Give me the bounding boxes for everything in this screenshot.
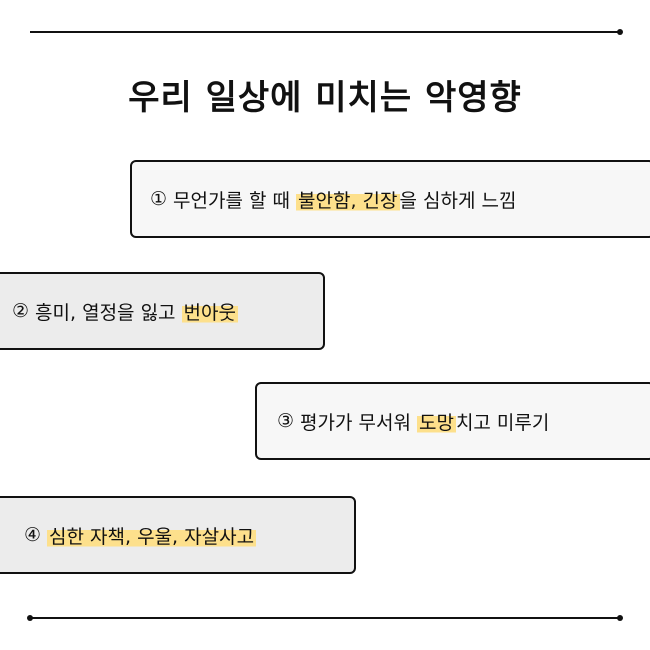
item-highlight-2: 번아웃: [181, 297, 238, 325]
effect-card-1: ① 무언가를 할 때 불안함, 긴장 을 심하게 느낌: [130, 160, 650, 238]
item-highlight-4: 심한 자책, 우울, 자살사고: [47, 521, 257, 549]
bottom-divider: [27, 615, 623, 621]
item-text-1-after: 을 심하게 느낌: [399, 189, 517, 212]
item-marker-3: ③: [277, 410, 295, 432]
item-text-1: 무언가를 할 때: [173, 189, 291, 212]
top-divider: [30, 29, 623, 35]
item-marker-2: ②: [12, 300, 30, 322]
item-marker-1: ①: [150, 188, 168, 210]
page-title: 우리 일상에 미치는 악영향: [128, 78, 522, 118]
effect-card-4: ④ 심한 자책, 우울, 자살사고: [0, 496, 356, 574]
effect-card-3: ③ 평가가 무서워 도망 치고 미루기: [255, 382, 650, 460]
item-text-2: 흥미, 열정을 잃고: [35, 301, 176, 324]
item-highlight-3: 도망: [416, 407, 456, 435]
item-marker-4: ④: [24, 524, 42, 546]
effect-card-2: ② 흥미, 열정을 잃고 번아웃: [0, 272, 325, 350]
item-text-3: 평가가 무서워: [300, 411, 411, 434]
item-text-3-after: 치고 미루기: [455, 411, 550, 434]
item-highlight-1: 불안함, 긴장: [296, 185, 400, 213]
